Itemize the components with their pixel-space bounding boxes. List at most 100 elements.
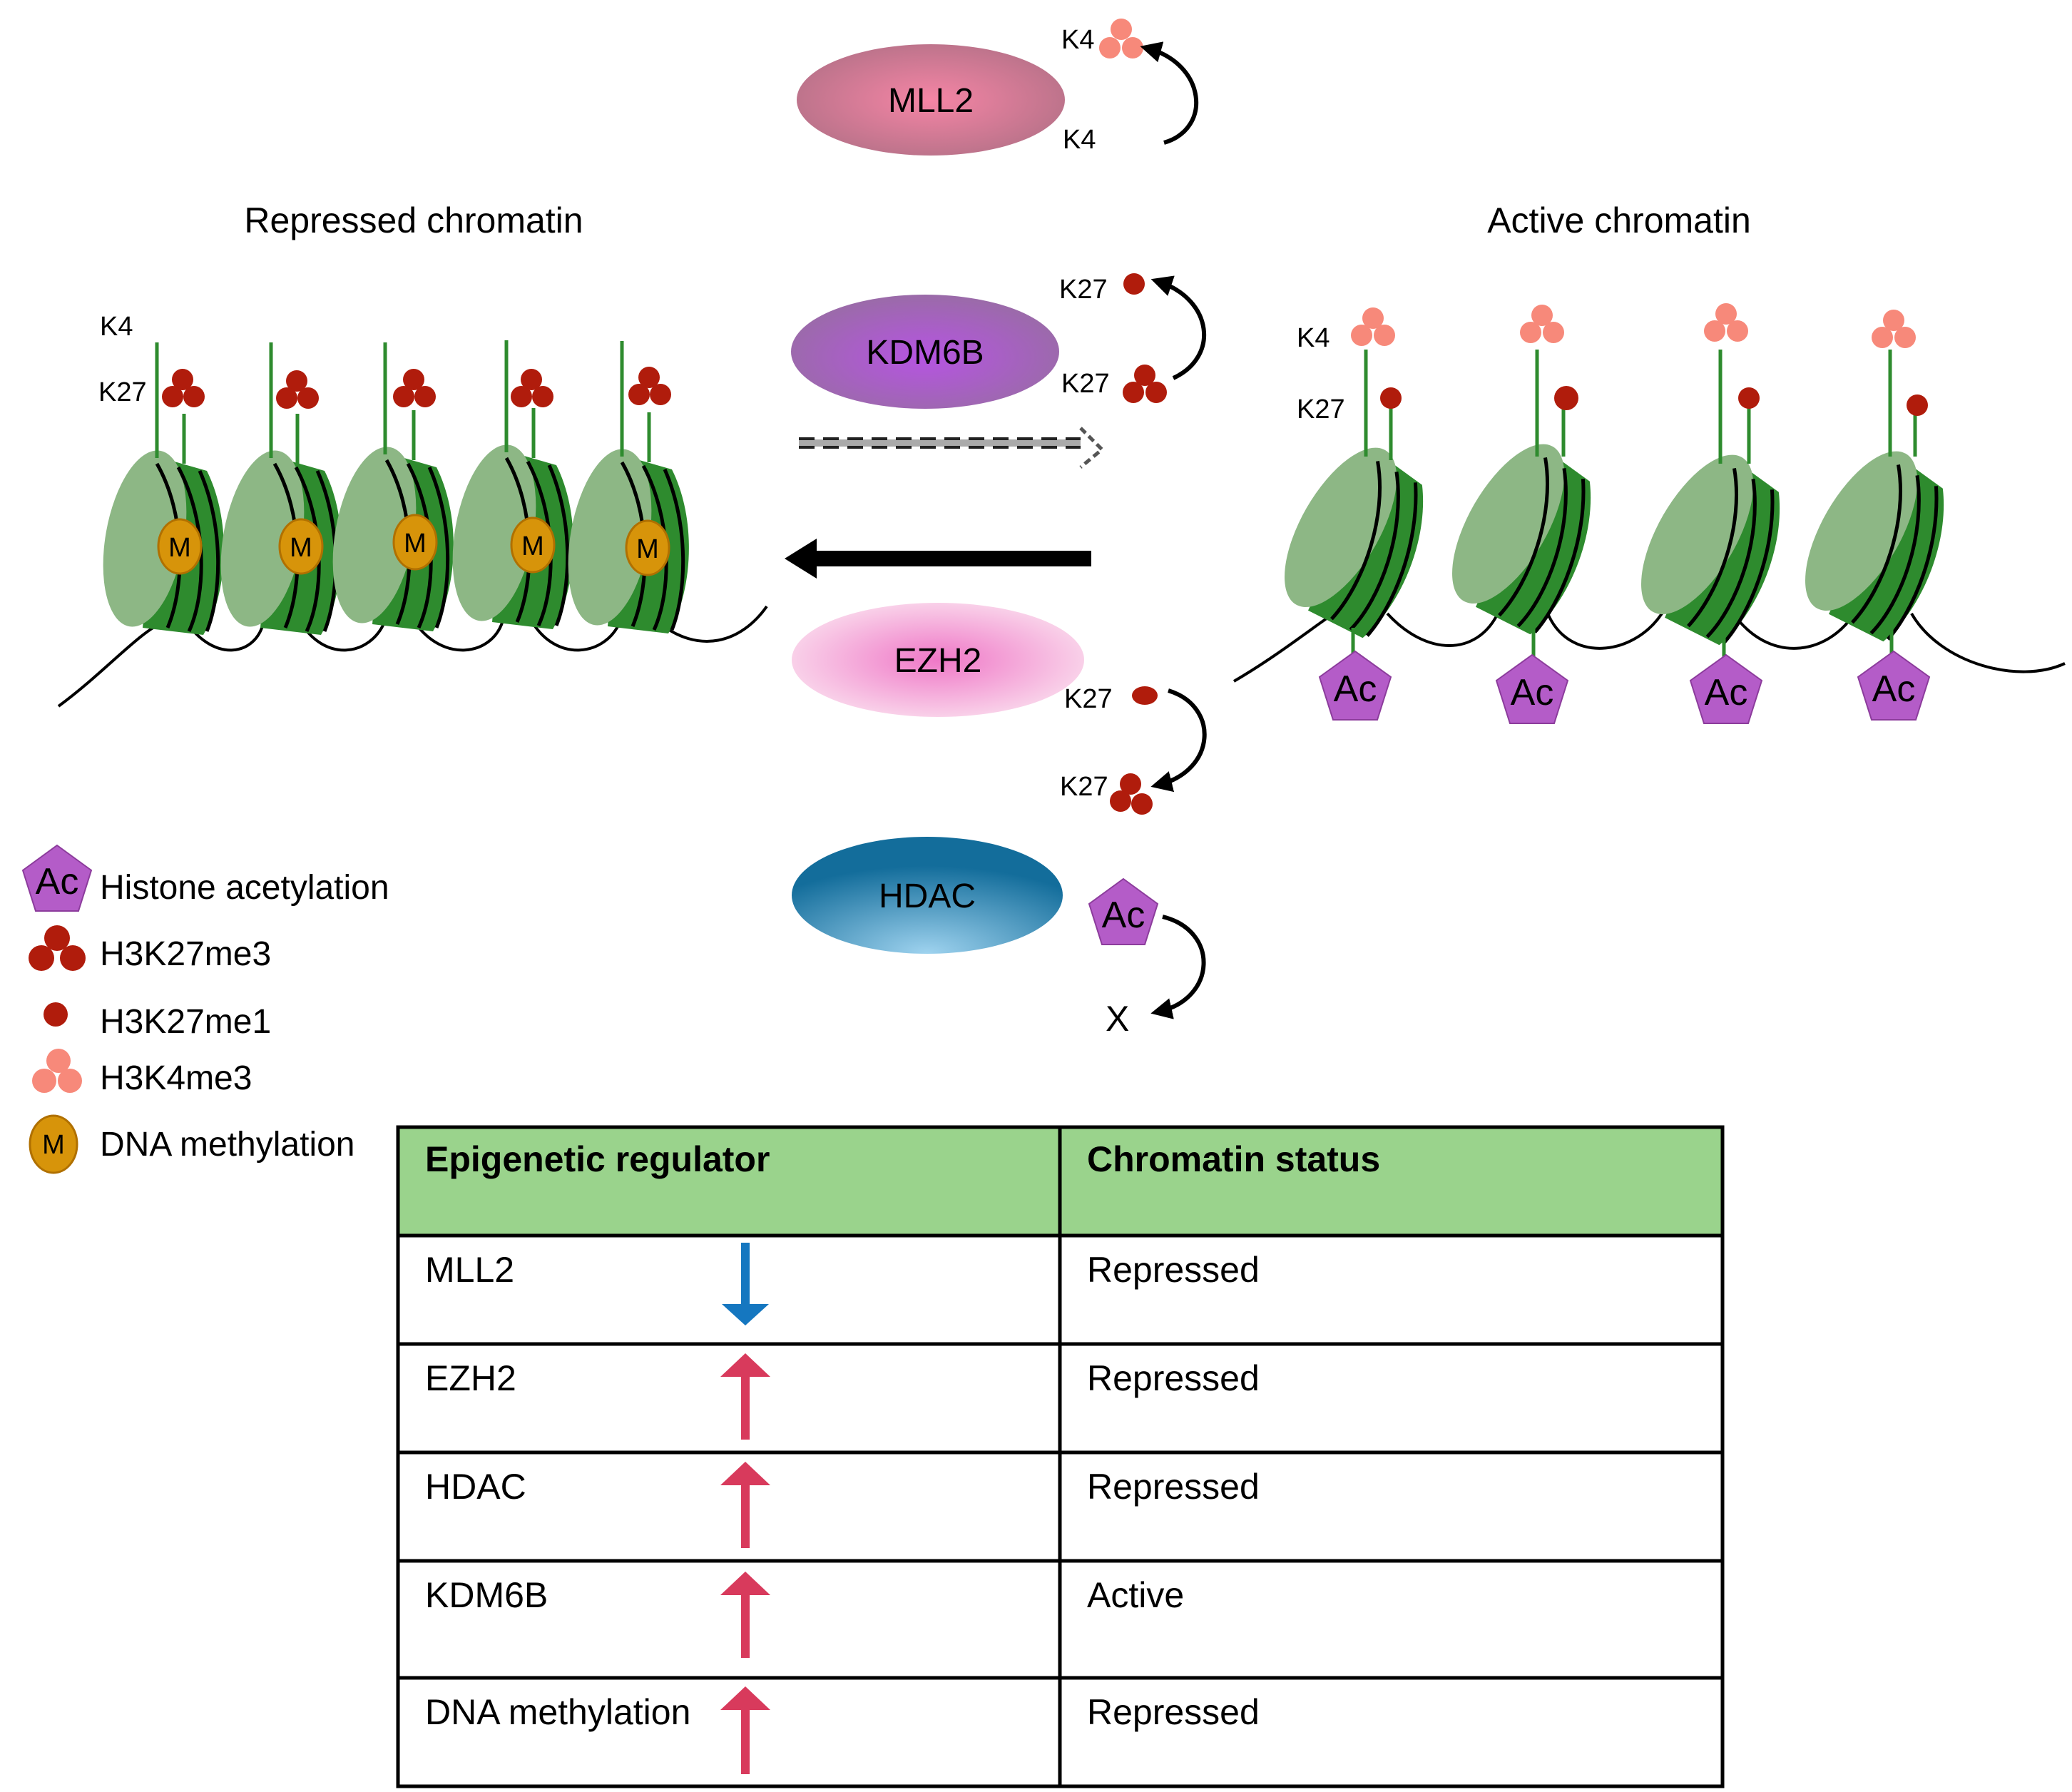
enzyme-kdm6b: KDM6B (791, 295, 1059, 409)
svg-text:H3K27me3: H3K27me3 (100, 935, 271, 973)
h3k4me3-cluster-icon (1704, 303, 1748, 342)
h3k4me3-cluster-icon (1351, 307, 1395, 346)
h3k27me3-cluster-icon (1123, 365, 1167, 403)
active-nucleosome (1641, 454, 1780, 646)
svg-text:K27: K27 (1059, 275, 1108, 305)
svg-text:Histone acetylation: Histone acetylation (100, 869, 389, 907)
legend-item-h3k27me1: H3K27me1 (44, 1002, 271, 1041)
legend: Ac Histone acetylation H3K27me3 H3K27me1… (21, 844, 389, 1174)
solid-left-arrow (785, 539, 1091, 579)
arrow-up-icon (720, 1572, 770, 1658)
svg-text:M: M (290, 533, 312, 563)
h3k27me3-cluster-icon (393, 369, 436, 407)
table-cell-regulator: KDM6B (425, 1575, 548, 1615)
h3k27me1-dot-icon (1554, 386, 1578, 410)
hdac-reaction: Ac X (1088, 877, 1206, 1039)
svg-text:M: M (521, 531, 544, 561)
table-cell-status: Repressed (1087, 1467, 1260, 1507)
active-k4-label: K4 (1297, 323, 1330, 353)
svg-text:K27: K27 (1064, 684, 1113, 714)
table-row: KDM6B Active (425, 1572, 1184, 1658)
acetyl-pentagon-icon: Ac (21, 844, 93, 912)
table-cell-regulator: HDAC (425, 1467, 526, 1507)
h3k27me1-dot-icon (44, 1002, 68, 1027)
enzyme-ezh2: EZH2 (792, 603, 1084, 717)
h3k27me1-dot-icon (1907, 394, 1928, 416)
table-cell-regulator: EZH2 (425, 1358, 516, 1398)
h3k4me3-cluster-icon (32, 1049, 82, 1093)
active-chromatin: K4 K27 (1233, 303, 2066, 724)
svg-text:DNA methylation: DNA methylation (100, 1126, 355, 1164)
active-nucleosome (1805, 451, 1944, 642)
svg-text:KDM6B: KDM6B (866, 334, 984, 372)
svg-text:Ac: Ac (36, 861, 79, 902)
table-header-status: Chromatin status (1087, 1139, 1380, 1179)
curved-arrow-icon (1150, 275, 1207, 380)
curved-arrow-icon (1140, 41, 1199, 145)
ezh2-reaction: K27 K27 (1060, 684, 1207, 815)
repressed-dna-strand (57, 605, 768, 708)
svg-text:HDAC: HDAC (879, 877, 976, 915)
h3k27me3-cluster-icon (162, 369, 205, 407)
svg-text:EZH2: EZH2 (894, 642, 982, 680)
legend-item-dna-methylation: M DNA methylation (29, 1114, 355, 1174)
repressed-nucleosome (220, 342, 342, 635)
svg-text:M: M (168, 533, 191, 563)
h3k27me3-cluster-icon (276, 370, 319, 409)
acetyl-pentagon-icon: Ac (1495, 653, 1569, 724)
svg-text:Ac: Ac (1511, 672, 1554, 713)
svg-text:K4: K4 (1061, 25, 1094, 55)
svg-text:H3K4me3: H3K4me3 (100, 1059, 252, 1097)
table-cell-regulator: DNA methylation (425, 1692, 690, 1732)
acetyl-pentagon-icon: Ac (1689, 653, 1763, 724)
h3k4me3-cluster-icon (1099, 19, 1143, 58)
active-chromatin-title: Active chromatin (1487, 200, 1751, 240)
table-cell-regulator: MLL2 (425, 1250, 514, 1290)
arrow-up-icon (720, 1686, 770, 1774)
repressed-k27-label: K27 (98, 377, 147, 407)
svg-text:M: M (636, 534, 659, 564)
arrow-up-icon (720, 1462, 770, 1548)
enzyme-mll2: MLL2 (797, 44, 1065, 156)
svg-text:K27: K27 (1060, 772, 1108, 802)
repressed-nucleosome (452, 340, 573, 629)
svg-text:M: M (404, 529, 427, 559)
dna-methylation-icon: M (278, 518, 324, 575)
x-removed-label: X (1106, 999, 1129, 1039)
h3k27me1-dot-icon (1380, 387, 1402, 409)
svg-text:Ac: Ac (1705, 672, 1748, 713)
svg-text:Ac: Ac (1872, 668, 1916, 710)
regulator-table: Epigenetic regulator Chromatin status ML… (396, 1125, 1725, 1788)
table-header-regulator: Epigenetic regulator (425, 1139, 770, 1179)
h3k4me3-cluster-icon (1520, 305, 1564, 343)
dna-methylation-icon: M (157, 518, 203, 575)
svg-text:H3K27me1: H3K27me1 (100, 1003, 271, 1041)
dna-methylation-icon: M (625, 519, 670, 576)
kdm6b-reaction: K27 K27 (1059, 273, 1207, 403)
legend-item-h3k27me3: H3K27me3 (29, 925, 271, 973)
repressed-chromatin-title: Repressed chromatin (244, 200, 583, 240)
table-row: DNA methylation Repressed (425, 1686, 1260, 1774)
h3k4me3-cluster-icon (1872, 310, 1916, 348)
repressed-nucleosome (568, 341, 689, 633)
legend-item-acetylation: Ac Histone acetylation (21, 844, 389, 912)
svg-text:K27: K27 (1061, 369, 1110, 399)
acetyl-pentagon-icon: Ac (1318, 650, 1392, 721)
arrow-up-icon (720, 1353, 770, 1440)
h3k27me1-dot-icon (1132, 686, 1158, 705)
active-nucleosome (1285, 447, 1424, 638)
dna-methylation-icon: M (510, 516, 556, 574)
enzyme-hdac: HDAC (792, 837, 1063, 954)
arrow-down-icon (722, 1243, 769, 1325)
h3k27me3-cluster-icon (29, 925, 86, 971)
table-cell-status: Repressed (1087, 1250, 1260, 1290)
repressed-k4-label: K4 (100, 312, 133, 342)
active-k27-label: K27 (1297, 394, 1345, 424)
legend-item-h3k4me3: H3K4me3 (32, 1049, 252, 1097)
h3k27me1-dot-icon (1123, 273, 1145, 295)
curved-arrow-icon (1150, 915, 1206, 1019)
dashed-right-arrow (799, 427, 1105, 469)
table-cell-status: Active (1087, 1575, 1184, 1615)
svg-text:K4: K4 (1063, 125, 1096, 155)
table-cell-status: Repressed (1087, 1692, 1260, 1732)
